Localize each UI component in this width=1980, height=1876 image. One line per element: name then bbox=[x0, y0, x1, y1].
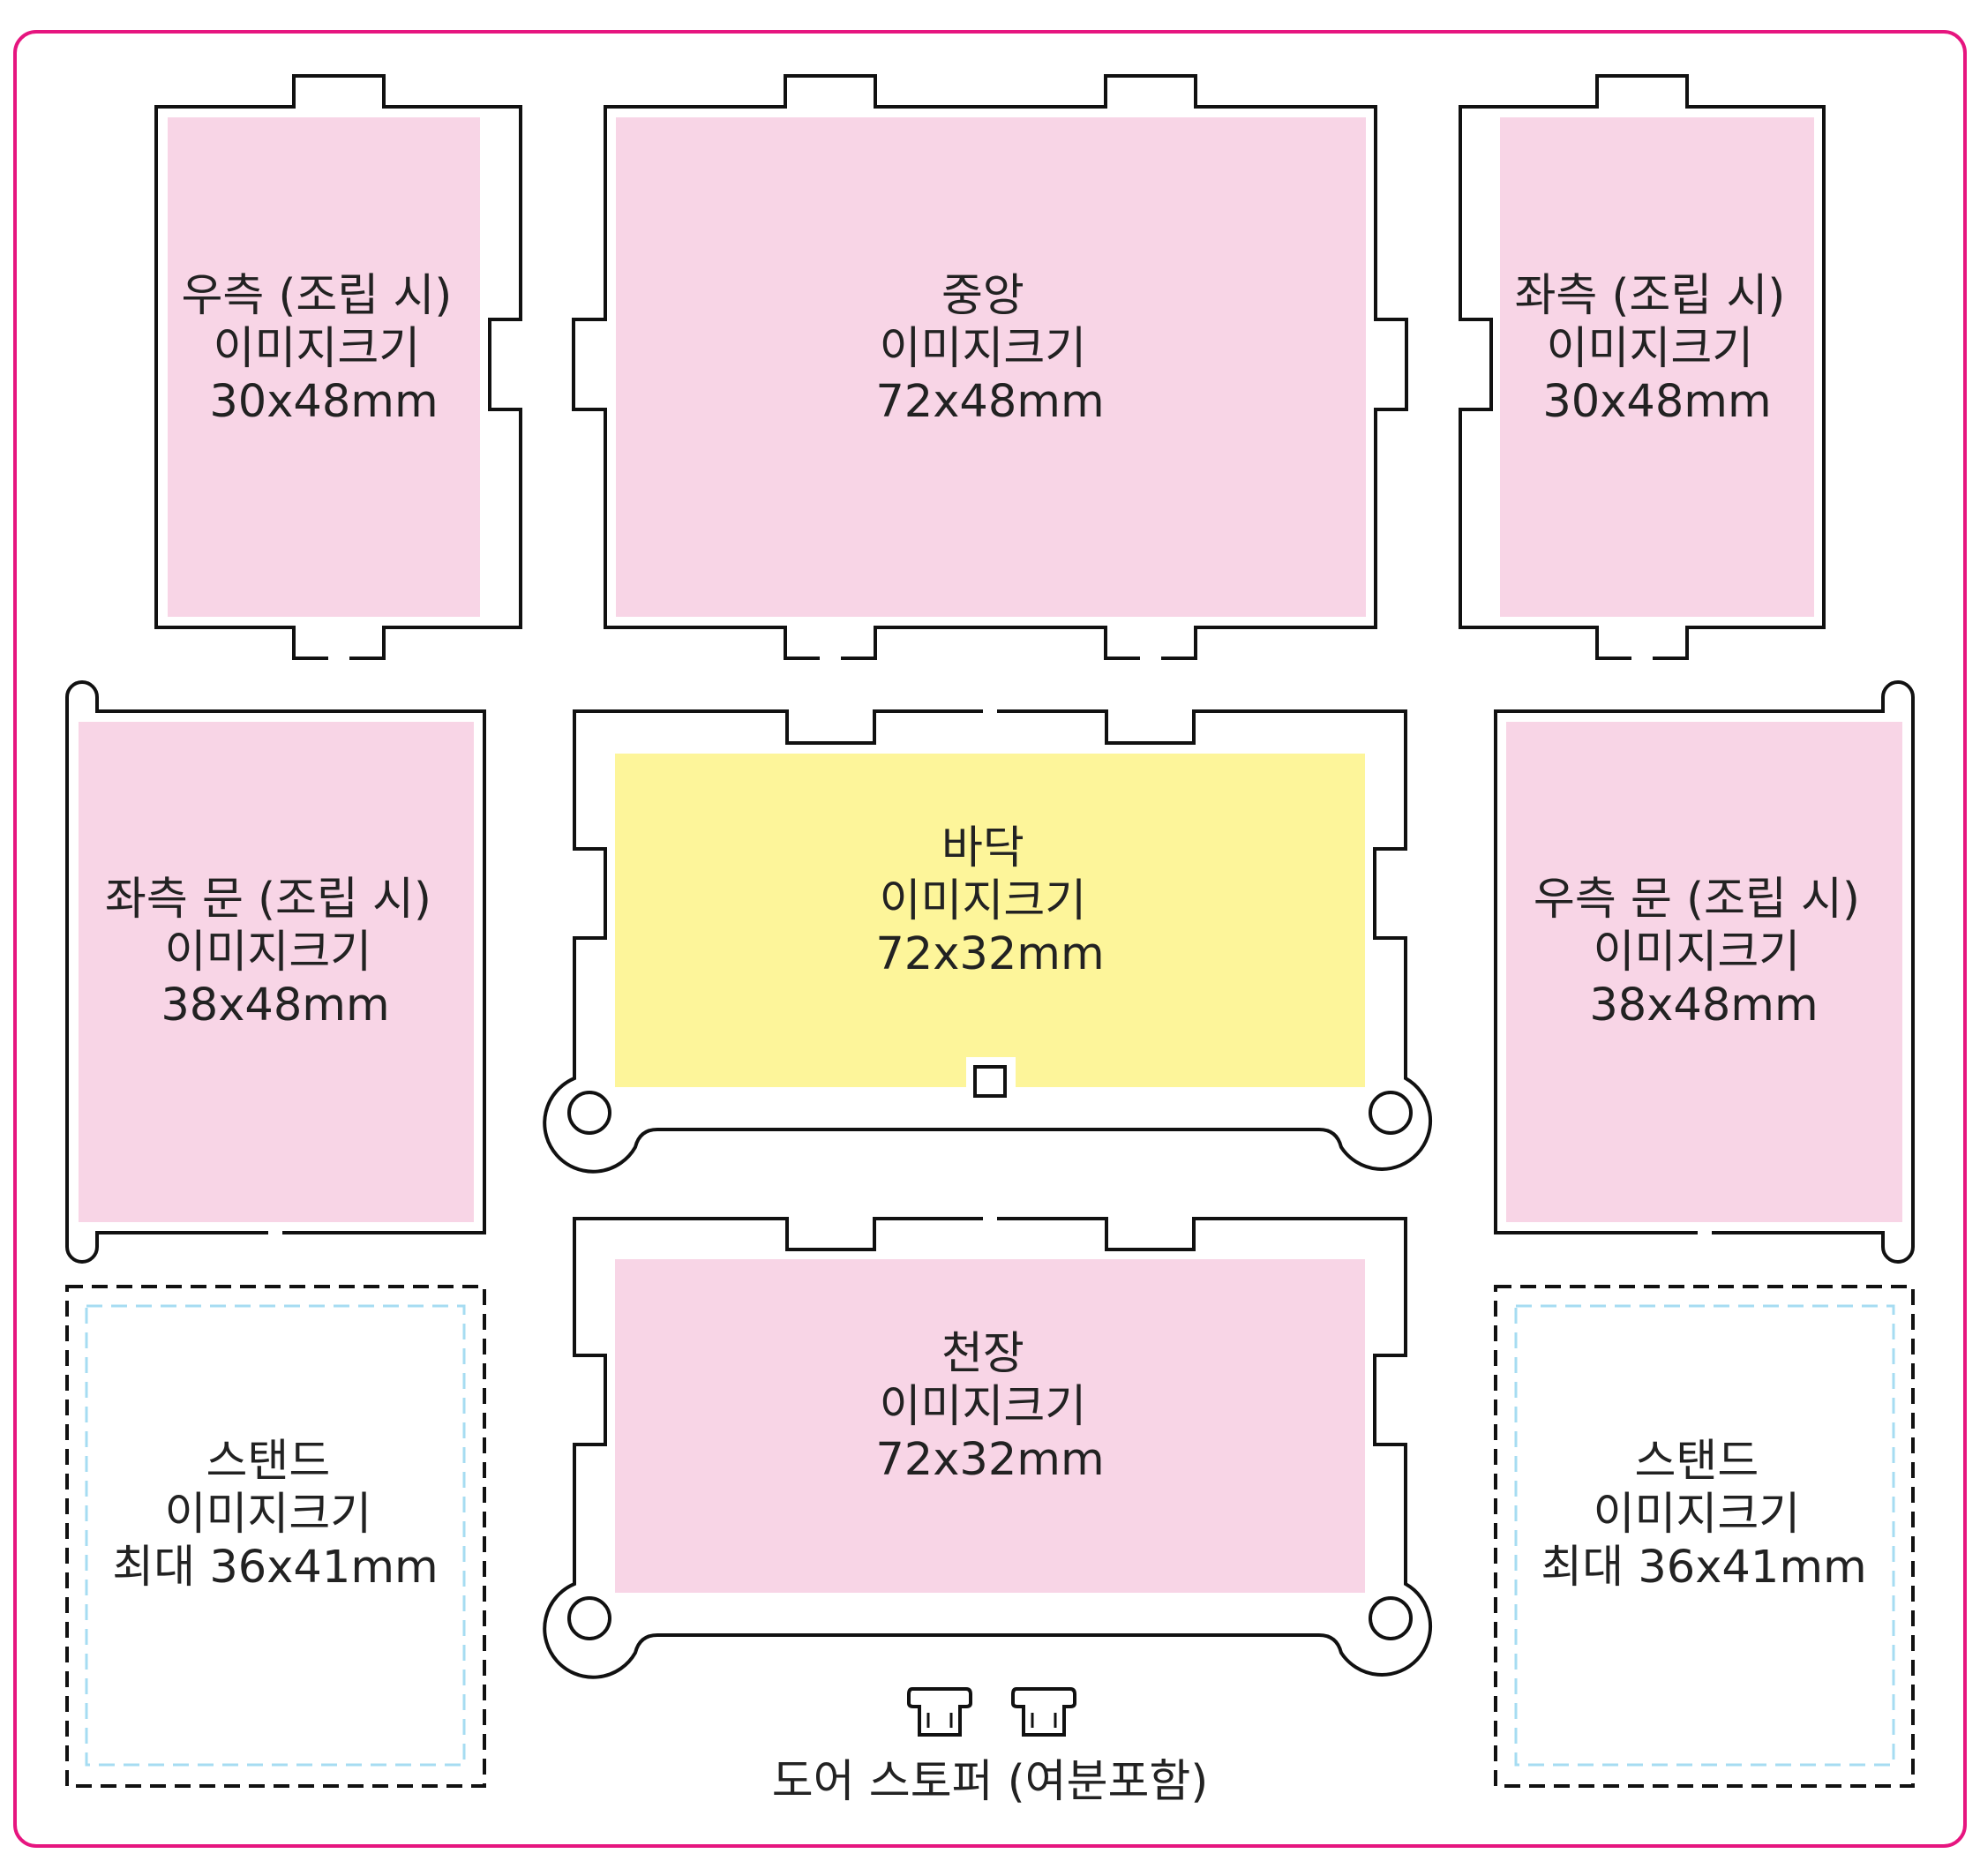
floor-image-area bbox=[615, 754, 1365, 1087]
center-image-area bbox=[616, 117, 1366, 617]
floor-panel bbox=[543, 708, 1433, 1174]
left-door-image-area bbox=[79, 722, 474, 1222]
floor-label: 바닥 이미지크기 72x32mm bbox=[875, 822, 1104, 980]
ceiling-right-hole bbox=[1369, 1596, 1413, 1640]
left-stand-cut-outline bbox=[65, 1285, 486, 1788]
right-door-label: 우측 문 (조립 시) 이미지크기 38x48mm bbox=[1534, 874, 1874, 1032]
right-stand-label: 스탠드 이미지크기 최대 36x41mm bbox=[1541, 1436, 1866, 1594]
right-side-label: 우측 (조립 시) 이미지크기 30x48mm bbox=[181, 270, 466, 428]
left-stand bbox=[65, 1285, 486, 1788]
ceiling-panel bbox=[543, 1215, 1433, 1679]
ceiling-image-area bbox=[615, 1259, 1365, 1593]
door-stopper-piece-1-inner bbox=[926, 1713, 953, 1728]
right-stand-cut-outline bbox=[1494, 1285, 1915, 1788]
right-side-image-area bbox=[168, 117, 480, 617]
ceiling-label: 천장 이미지크기 72x32mm bbox=[875, 1328, 1104, 1486]
left-door-label: 좌측 문 (조립 시) 이미지크기 38x48mm bbox=[105, 874, 446, 1032]
center-label: 중앙 이미지크기 72x48mm bbox=[875, 270, 1104, 428]
right-door-panel bbox=[1494, 680, 1915, 1264]
door-stopper-pieces bbox=[907, 1687, 1076, 1737]
left-side-label: 좌측 (조립 시) 이미지크기 30x48mm bbox=[1514, 270, 1799, 428]
left-side-outline bbox=[1459, 74, 1826, 660]
floor-right-hole bbox=[1369, 1091, 1413, 1135]
left-side-panel bbox=[1459, 74, 1826, 662]
ceiling-outline bbox=[543, 1217, 1433, 1679]
left-stand-guide bbox=[85, 1304, 466, 1767]
left-stand-label: 스탠드 이미지크기 최대 36x41mm bbox=[112, 1436, 438, 1594]
right-side-outline bbox=[154, 74, 522, 660]
floor-outline bbox=[543, 709, 1433, 1174]
door-stopper-piece-1 bbox=[907, 1687, 972, 1737]
left-door-outline bbox=[65, 680, 486, 1264]
right-side-panel bbox=[154, 74, 522, 662]
door-stopper-label: 도어 스토퍼 (여분포함) bbox=[772, 1756, 1209, 1808]
center-outline bbox=[572, 74, 1408, 660]
floor-left-hole bbox=[567, 1091, 611, 1135]
floor-center-hole bbox=[973, 1065, 1007, 1098]
left-side-image-area bbox=[1500, 117, 1814, 617]
right-door-image-area bbox=[1506, 722, 1902, 1222]
left-door-panel bbox=[65, 680, 486, 1264]
door-stopper-piece-2-inner bbox=[1031, 1713, 1057, 1728]
center-panel bbox=[572, 74, 1408, 662]
right-stand-guide bbox=[1514, 1304, 1895, 1767]
right-stand bbox=[1494, 1285, 1915, 1788]
door-stopper-piece-2 bbox=[1011, 1687, 1076, 1737]
ceiling-left-hole bbox=[567, 1596, 611, 1640]
right-door-outline bbox=[1494, 680, 1915, 1264]
